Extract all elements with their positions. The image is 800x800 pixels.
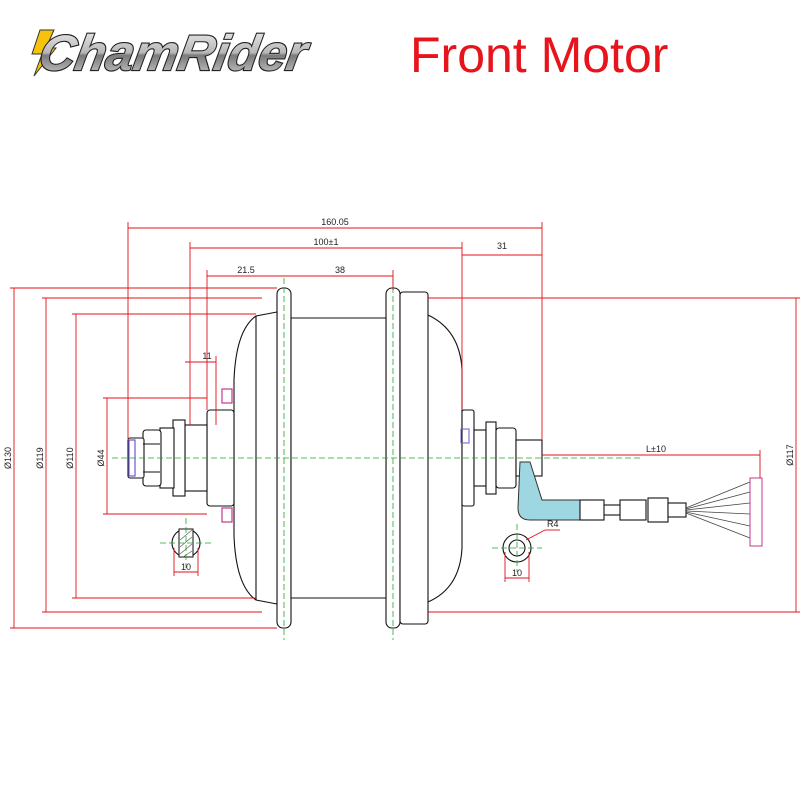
dim-cable-length: L±10 — [646, 444, 666, 454]
dim-overall-length: 160.05 — [321, 217, 349, 227]
dim-dia-130: Ø130 — [3, 447, 13, 469]
dim-dia-44: Ø44 — [96, 449, 106, 466]
brand-name: ChamRider — [35, 24, 314, 81]
bolt-top — [221, 388, 233, 404]
dim-flange-spacing: 38 — [335, 265, 345, 275]
page-title: Front Motor — [410, 27, 669, 83]
lightning-bolt-icon — [31, 29, 58, 77]
chamrider-logo: ChamRider — [31, 23, 315, 82]
dimension-labels: 160.05 100±1 31 21.5 38 11 Ø130 Ø119 Ø11… — [3, 217, 795, 578]
dim-dia-119: Ø119 — [35, 447, 45, 468]
motor-cable — [517, 461, 763, 547]
dim-flange-offset: 21.5 — [237, 265, 255, 275]
dim-dropout-spacing: 100±1 — [314, 237, 339, 247]
dim-dia-110: Ø110 — [65, 447, 75, 468]
axle-section-left — [171, 528, 201, 558]
bolt-bottom — [221, 507, 233, 523]
dimension-lines — [10, 222, 800, 629]
connector — [749, 477, 763, 547]
dim-axle-step: 11 — [202, 351, 211, 361]
center-lines — [112, 278, 640, 640]
dim-bend-radius: R4 — [547, 519, 559, 529]
dim-axle-flat-left: 10 — [181, 562, 191, 572]
dim-axle-flat-right: 10 — [512, 568, 522, 578]
dim-dia-117: Ø117 — [785, 444, 795, 465]
dim-axle-cable-end: 31 — [497, 241, 507, 251]
